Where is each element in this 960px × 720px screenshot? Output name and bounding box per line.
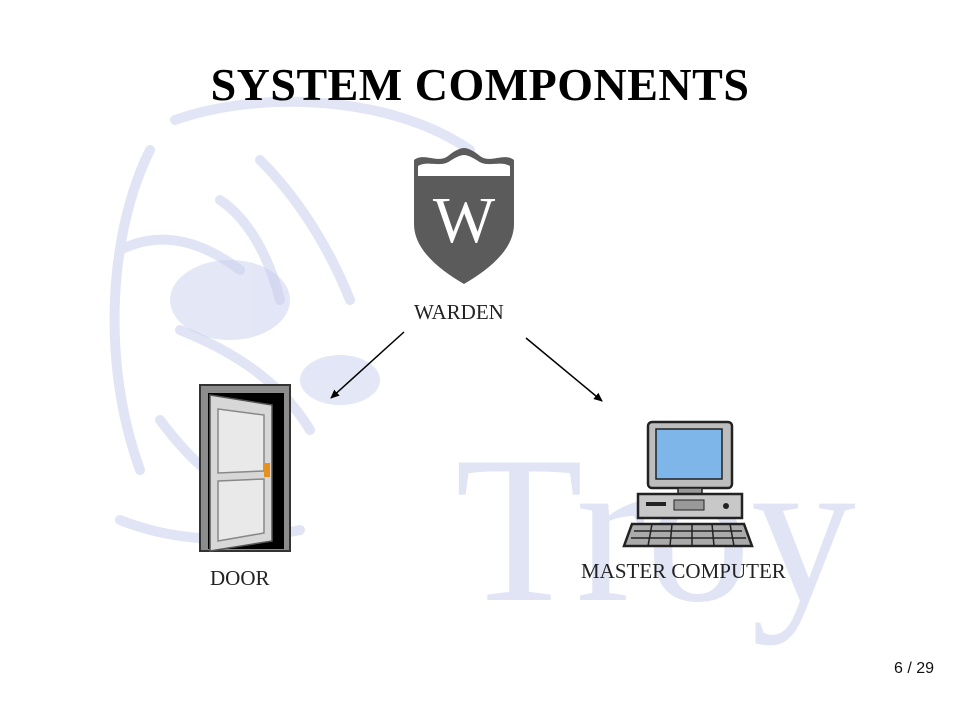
shield-letter: W bbox=[433, 184, 496, 257]
arrow-warden-to-door bbox=[330, 331, 405, 399]
warden-label: WARDEN bbox=[414, 300, 504, 324]
arrow-warden-to-computer bbox=[525, 337, 603, 402]
slide-title: SYSTEM COMPONENTS bbox=[210, 59, 750, 110]
door-label: DOOR bbox=[210, 566, 270, 590]
page-number: 6 / 29 bbox=[893, 660, 934, 677]
door-icon bbox=[199, 384, 291, 552]
master-computer-label: MASTER COMPUTER bbox=[581, 559, 786, 583]
computer-icon bbox=[622, 420, 754, 548]
shield-icon: W bbox=[414, 148, 514, 284]
